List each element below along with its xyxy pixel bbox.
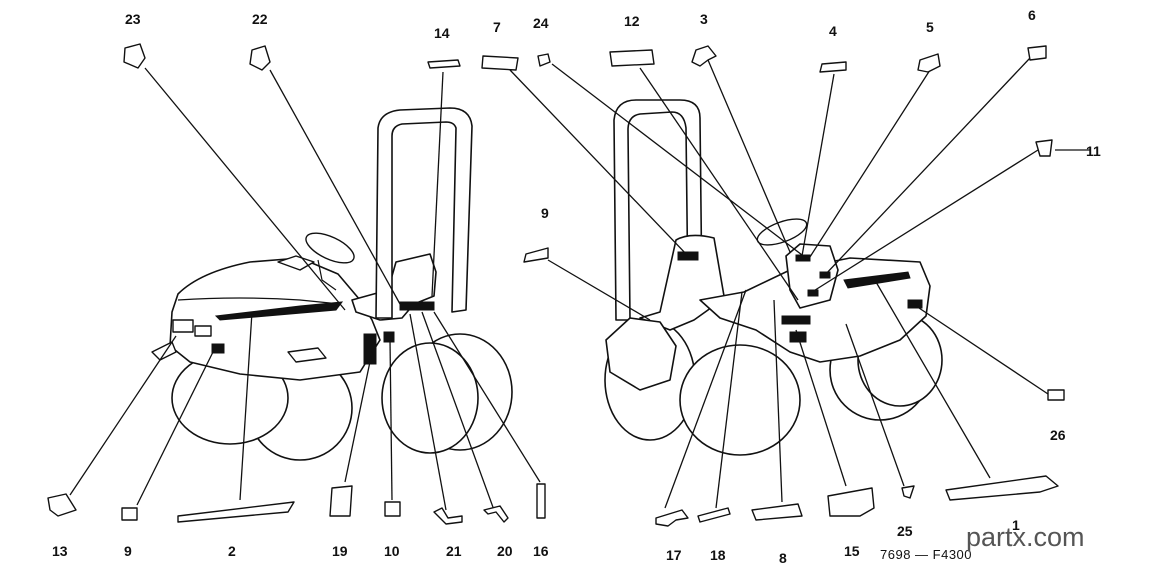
part-3 — [691, 45, 717, 67]
drawing-code: 7698 — F4300 — [880, 547, 972, 562]
callout-26: 26 — [1050, 427, 1066, 443]
callout-22: 22 — [252, 11, 268, 27]
part-26 — [1047, 389, 1065, 401]
part-2 — [177, 501, 295, 523]
part-10 — [384, 501, 401, 517]
part-20 — [483, 505, 509, 523]
part-24 — [537, 53, 551, 67]
callout-24: 24 — [533, 15, 549, 31]
part-13 — [47, 493, 77, 517]
callout-12: 12 — [624, 13, 640, 29]
watermark-text: partx.com — [966, 522, 1085, 552]
callout-20: 20 — [497, 543, 513, 559]
callout-10: 10 — [384, 543, 400, 559]
part-6 — [1027, 45, 1047, 61]
part-9a — [121, 507, 138, 521]
callout-4: 4 — [829, 23, 837, 39]
callout-21: 21 — [446, 543, 462, 559]
leader-lines — [69, 57, 1090, 511]
part-12 — [609, 49, 655, 67]
part-22 — [249, 45, 271, 71]
part-15 — [827, 487, 875, 517]
callout-16: 16 — [533, 543, 549, 559]
part-23 — [123, 43, 146, 69]
left-tractor-illustration — [151, 107, 513, 461]
part-25 — [901, 485, 915, 499]
callout-3: 3 — [700, 11, 708, 27]
callout-19: 19 — [332, 543, 348, 559]
part-4 — [819, 61, 847, 73]
callout-17: 17 — [666, 547, 682, 563]
callout-6: 6 — [1028, 7, 1036, 23]
callout-9a: 9 — [124, 543, 132, 559]
callout-8: 8 — [779, 550, 787, 566]
part-19 — [329, 485, 353, 517]
decal-parts — [47, 43, 1065, 527]
part-16 — [536, 483, 546, 519]
part-8 — [751, 503, 803, 521]
callout-13: 13 — [52, 543, 68, 559]
part-14 — [427, 59, 461, 69]
callout-23: 23 — [125, 11, 141, 27]
callout-14: 14 — [434, 25, 450, 41]
callout-7: 7 — [493, 19, 501, 35]
callout-1: 1 — [1012, 517, 1020, 533]
right-tractor-illustration — [604, 99, 943, 456]
part-11 — [1035, 139, 1053, 157]
callout-2: 2 — [228, 543, 236, 559]
callout-labels: 23 22 14 13 9 2 19 10 21 20 16 7 24 12 3… — [52, 7, 1101, 566]
callout-9b: 9 — [541, 205, 549, 221]
part-21 — [433, 507, 463, 525]
part-9b — [523, 247, 549, 263]
callout-5: 5 — [926, 19, 934, 35]
callout-15: 15 — [844, 543, 860, 559]
callout-18: 18 — [710, 547, 726, 563]
part-18 — [697, 507, 731, 523]
part-5 — [917, 53, 941, 73]
part-7 — [481, 55, 519, 71]
part-17 — [655, 509, 689, 527]
part-1 — [945, 475, 1059, 501]
callout-25: 25 — [897, 523, 913, 539]
callout-11: 11 — [1086, 143, 1101, 159]
